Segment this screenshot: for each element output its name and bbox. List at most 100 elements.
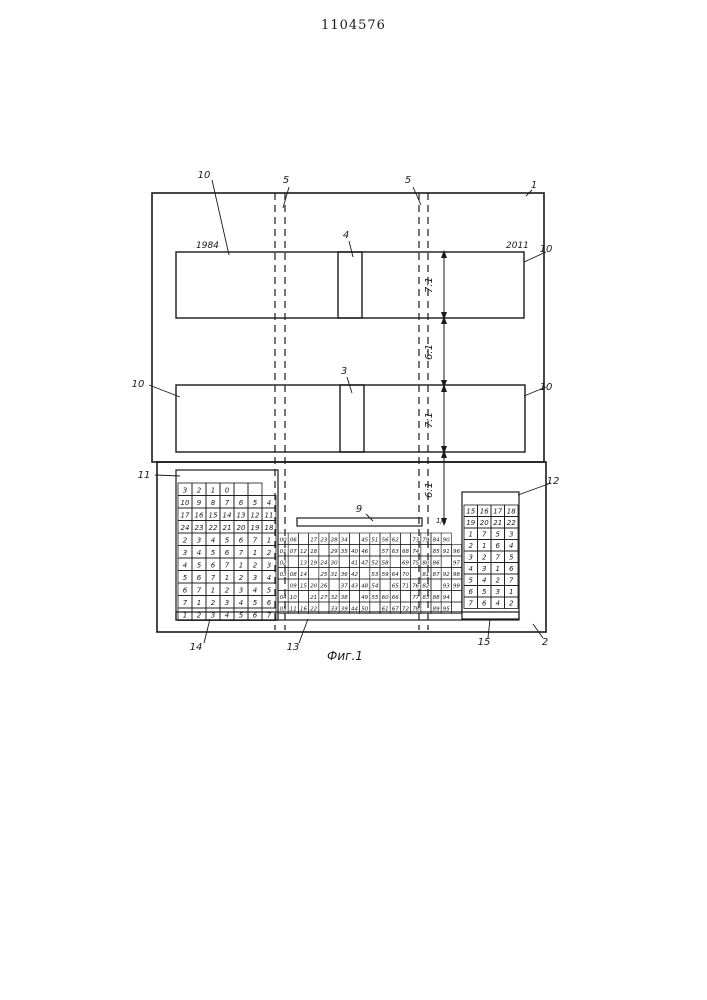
ratio-label: 7:1	[424, 412, 435, 428]
cell-value: 19	[251, 524, 260, 532]
cell-value: 55	[371, 595, 378, 601]
figure-caption: Фиг.1	[327, 649, 363, 663]
callout-label: 2	[542, 637, 548, 648]
table-cell	[400, 533, 410, 545]
cell-value: 38	[341, 595, 348, 601]
cell-value: 28	[331, 538, 338, 544]
cell-value: 6	[482, 600, 487, 608]
table-cell	[278, 579, 288, 591]
calendar-tables: 3210109876541716151413121124232221201918…	[176, 470, 519, 621]
table-cell	[360, 568, 370, 580]
cell-value: 06	[290, 538, 297, 544]
cell-value: 10	[290, 595, 297, 601]
table-cell	[329, 579, 339, 591]
cell-value: 79	[422, 538, 429, 544]
cell-value: 2	[239, 574, 244, 582]
cell-value: 68	[402, 549, 409, 555]
middle-table: 0006172328344551566273798490010712182935…	[278, 533, 462, 614]
cell-value: 65	[392, 584, 399, 590]
cell-value: 14	[300, 572, 307, 578]
cell-value: 8	[211, 499, 216, 507]
cell-value: 20	[480, 519, 489, 527]
table-cell	[349, 591, 359, 603]
cell-value: 21	[310, 595, 317, 601]
cell-value: 73	[412, 538, 419, 544]
cell-value: 98	[453, 572, 460, 578]
table-cell	[298, 591, 308, 603]
table-cell	[370, 545, 380, 557]
window-4	[338, 252, 362, 318]
cell-value: 7	[183, 599, 188, 607]
cell-value: 71	[402, 584, 409, 590]
cell-value: 3	[253, 574, 257, 582]
table-cell	[298, 533, 308, 545]
cell-value: 23	[195, 524, 204, 532]
cell-value: 1	[496, 565, 500, 573]
cell-value: 2	[267, 549, 272, 557]
cell-value: 93	[443, 584, 450, 590]
table-cell	[288, 556, 298, 568]
cell-value: 7	[267, 612, 272, 620]
cell-value: 03	[280, 572, 287, 578]
callout-label: 11	[138, 470, 151, 481]
cell-value: 6	[211, 562, 216, 570]
cell-value: 76	[412, 584, 419, 590]
cell-value: 14	[223, 512, 232, 520]
cell-value: 36	[341, 572, 348, 578]
cell-value: 7	[225, 499, 230, 507]
cell-value: 1	[239, 562, 243, 570]
cell-value: 7	[253, 537, 258, 545]
cell-value: 15	[466, 508, 475, 516]
cell-value: 3	[183, 549, 187, 557]
table-cell	[390, 556, 400, 568]
cell-value: 1	[509, 588, 513, 596]
cell-value: 45	[361, 538, 368, 544]
cell-value: 3	[183, 487, 187, 495]
cell-value: 21	[493, 519, 502, 527]
left-table: 3210109876541716151413121124232221201918…	[178, 483, 276, 621]
callout-label: 5	[405, 175, 411, 186]
cell-value: 6	[225, 549, 230, 557]
leader-line	[413, 187, 421, 205]
cell-value: 1	[253, 549, 257, 557]
table-cell	[400, 591, 410, 603]
cell-value: 52	[371, 561, 378, 567]
cell-value: 53	[371, 572, 378, 578]
cell-value: 2	[482, 554, 487, 562]
cell-value: 3	[211, 612, 215, 620]
cell-value: 6	[253, 612, 258, 620]
cell-value: 48	[361, 584, 368, 590]
cell-value: 6	[183, 587, 188, 595]
callout-label: 14	[190, 642, 203, 653]
cell-value: 24	[320, 561, 327, 567]
cell-value: 4	[225, 612, 229, 620]
cell-value: 01	[280, 549, 287, 555]
cell-value: 11	[265, 512, 274, 520]
cell-value: 31	[331, 572, 338, 578]
cell-value: 6	[469, 588, 474, 596]
table-cell	[431, 579, 441, 591]
cell-value: 41	[351, 561, 358, 567]
cell-value: 24	[181, 524, 190, 532]
cell-value: 2	[496, 577, 501, 585]
callout-label: 5	[283, 175, 289, 186]
cell-value: 85	[433, 549, 440, 555]
cell-value: 10	[181, 499, 190, 507]
callout-label: 12	[547, 476, 560, 487]
cell-value: 16	[195, 512, 204, 520]
cell-value: 58	[382, 561, 389, 567]
cell-value: 00	[280, 538, 287, 544]
cell-value: 3	[267, 562, 271, 570]
table-cell	[339, 556, 349, 568]
cell-value: 5	[211, 549, 216, 557]
cell-value: 32	[331, 595, 338, 601]
cell-value: 81	[422, 572, 429, 578]
cell-value: 87	[433, 572, 440, 578]
cell-value: 26	[320, 584, 327, 590]
cell-value: 1	[267, 537, 271, 545]
cell-value: 47	[361, 561, 368, 567]
cell-value: 22	[507, 519, 516, 527]
cell-value: 35	[341, 549, 348, 555]
dimension-line	[441, 250, 447, 526]
